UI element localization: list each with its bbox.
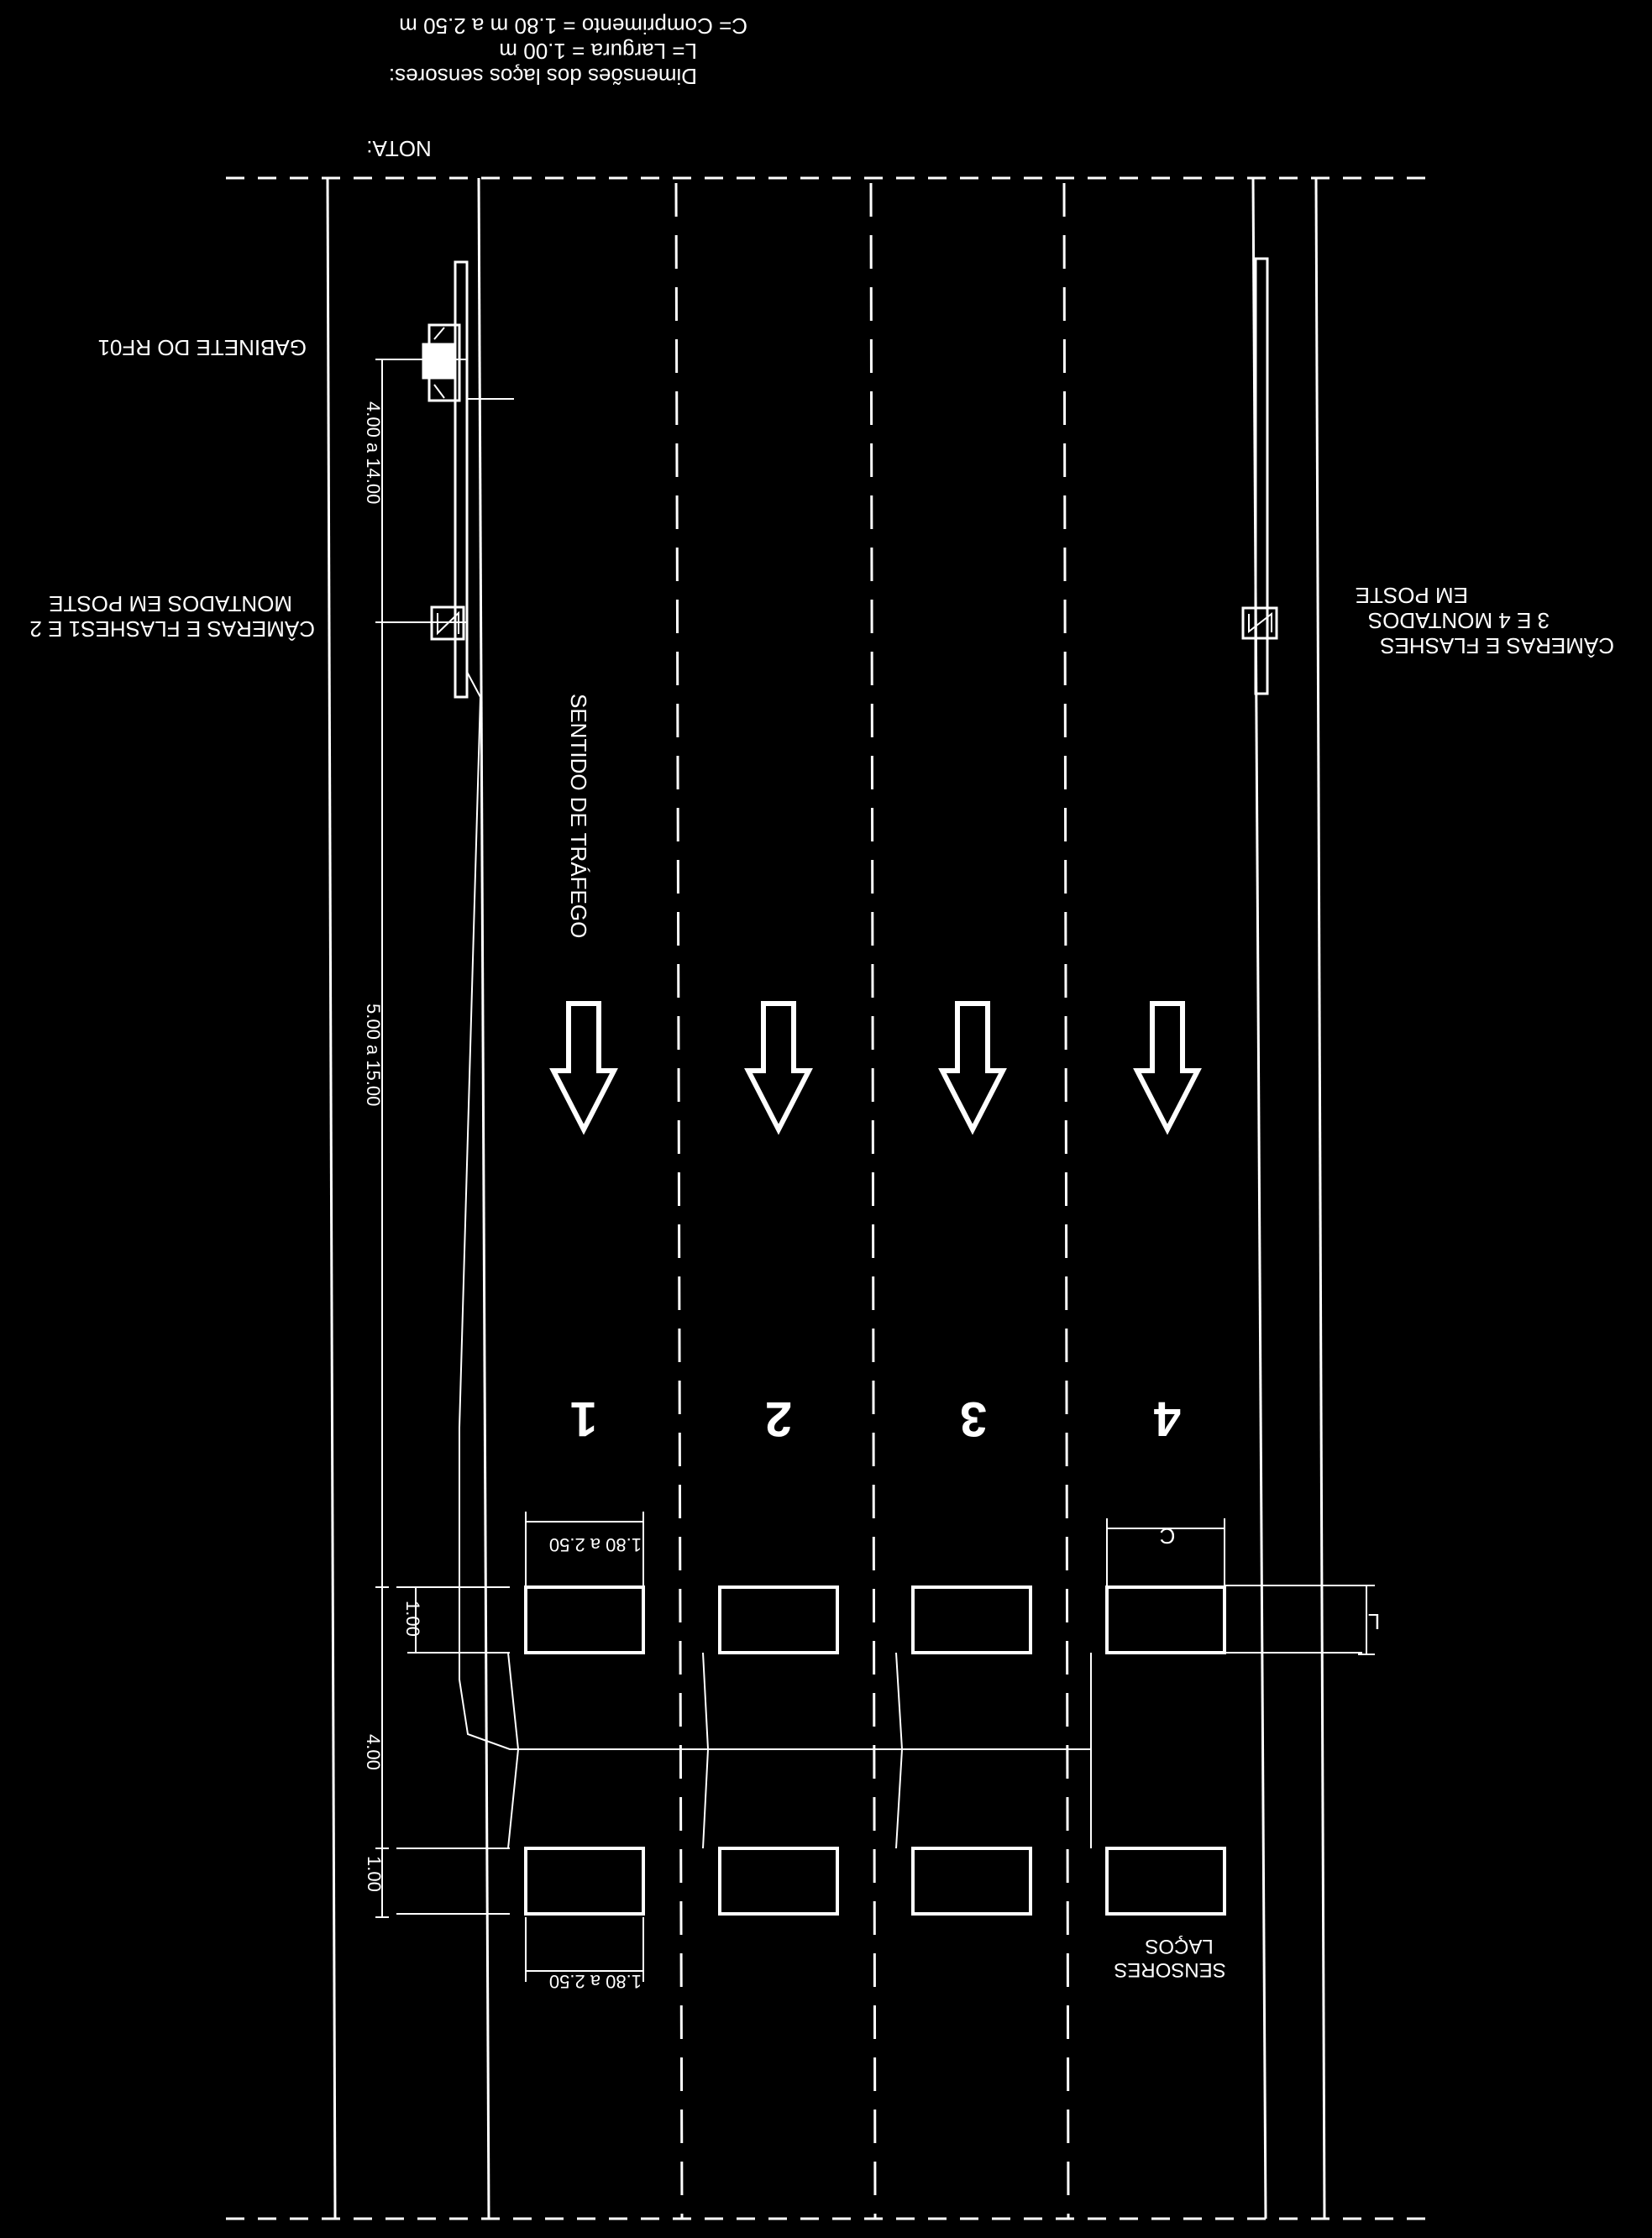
camera-3-4-icon: [1241, 606, 1278, 640]
upside-down-text-layer: NOTA: Dimensões dos laços sensores: L= L…: [29, 13, 1614, 1992]
flow-arrow-lane-3: [938, 1001, 1007, 1135]
note-title: NOTA:: [366, 136, 432, 161]
dimension-C-text: C: [1160, 1523, 1176, 1549]
lane-number-4: 4: [1154, 1392, 1181, 1446]
loops-label-line-2: SENSORES: [1114, 1958, 1225, 1981]
loop-upper-lane-1: [524, 1585, 645, 1654]
dimension-loop-length-a: [525, 1512, 644, 1585]
lane-divider-3: [1062, 182, 1070, 2220]
loop-lower-lane-1: [524, 1847, 645, 1916]
dimension-loop-length-b: [525, 1917, 644, 1982]
lane-number-1: 1: [570, 1392, 597, 1446]
loop-upper-lane-2: [718, 1585, 839, 1654]
loop-lower-lane-2: [718, 1847, 839, 1916]
dimension-loop-width-a: [407, 1586, 424, 1654]
dimension-camera-to-cabinet: 4.00 a 14.00: [363, 401, 384, 504]
cameras-1-2-label-line-2: MONTADOS EM POSTE: [49, 591, 292, 616]
pole-left: [454, 260, 469, 699]
dimension-loop-length-a-text: 1.80 a 2.50: [549, 1534, 642, 1555]
dimension-loops-to-cameras: 5.00 a 15.00: [363, 1004, 384, 1106]
dimension-loop-width-a-text: 1.00: [402, 1601, 423, 1637]
cabinet-icon: [422, 323, 461, 402]
dimension-loop-length-b-text: 1.80 a 2.50: [549, 1971, 642, 1992]
flow-direction-label: SENTIDO DE TRÁFEGO: [566, 694, 591, 938]
dimension-L: [1225, 1585, 1375, 1655]
cameras-3-4-label-line-1: CÂMERAS E FLASHES: [1380, 633, 1614, 658]
loop-upper-lane-4: [1105, 1585, 1226, 1654]
cameras-1-2-label-line-1: CÂMERAS E FLASHES1 E 2: [29, 616, 315, 642]
note-line-2: L= Largura = 1.00 m: [499, 39, 697, 64]
shoulder-edge-right: [477, 177, 490, 2220]
loop-upper-lane-3: [911, 1585, 1032, 1654]
mirrored-drawing-group: [220, 176, 1425, 2220]
loop-cabling: [459, 398, 1092, 1849]
dimension-loop-spacing: 4.00: [363, 1734, 384, 1770]
cabinet-label: GABINETE DO RF01: [98, 335, 307, 360]
note-line-1: Dimensões dos laços sensores:: [389, 64, 697, 89]
loop-lower-lane-3: [911, 1847, 1032, 1916]
cameras-3-4-label-line-3: EM POSTE: [1356, 583, 1468, 608]
outer-edge-right: [326, 177, 337, 2220]
flow-arrow-lane-4: [1133, 1001, 1202, 1135]
outer-edge-left: [1314, 177, 1326, 2220]
dimension-L-text: L: [1368, 1609, 1380, 1634]
lane-number-3: 3: [960, 1392, 987, 1446]
loop-lower-lane-4: [1105, 1847, 1226, 1916]
cameras-3-4-label-line-2: 3 E 4 MONTADOS: [1368, 608, 1550, 633]
loops-label-line-1: LAÇOS: [1145, 1935, 1213, 1958]
dimension-line-vertical: [375, 359, 510, 1918]
lane-divider-1: [674, 182, 684, 2220]
lane-divider-2: [869, 182, 877, 2220]
flow-arrow-lane-2: [744, 1001, 813, 1135]
flow-arrow-lane-1: [549, 1001, 618, 1135]
dimension-loop-width-b-text: 1.00: [364, 1856, 385, 1892]
lane-number-2: 2: [765, 1392, 792, 1446]
dimension-C: [1106, 1518, 1225, 1585]
note-line-3: C= Comprimento = 1.80 m a 2.50 m: [399, 13, 747, 39]
pole-right: [1254, 257, 1269, 695]
